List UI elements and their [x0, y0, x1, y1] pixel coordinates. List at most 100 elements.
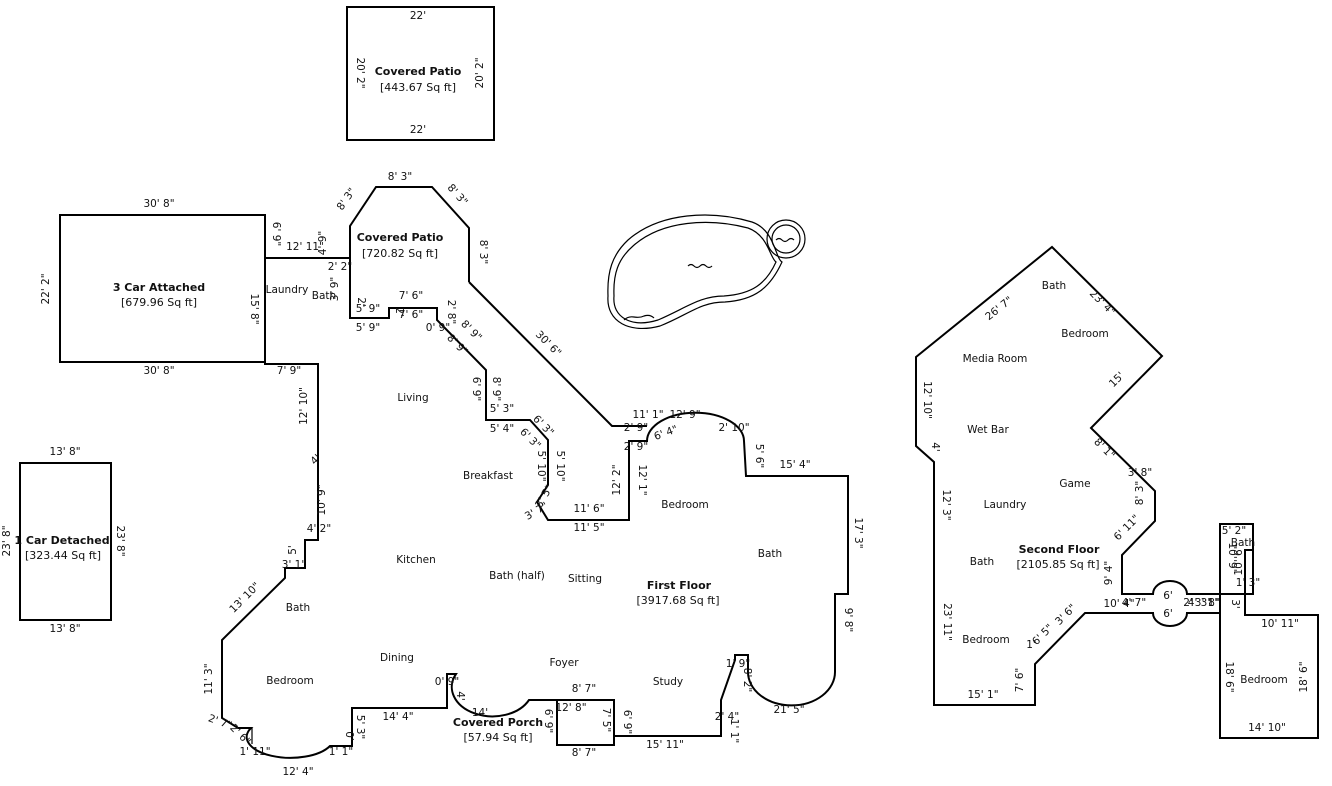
- dimension-label: 4' 2": [307, 523, 331, 535]
- dimension-label: 8' 7": [572, 747, 596, 759]
- dimension-label: 1' 1": [329, 746, 353, 758]
- room-label: Game: [1059, 478, 1090, 490]
- dimension-label: 6' 9": [542, 709, 554, 733]
- dimension-label: 8' 3": [388, 171, 412, 183]
- dimension-label: 15' 11": [646, 739, 684, 751]
- dimension-label: 7' 6": [1014, 668, 1026, 692]
- second-floor-title: Second Floor: [1019, 543, 1100, 556]
- dimension-label: 5' 10": [554, 450, 566, 481]
- one-car-garage-area: [323.44 Sq ft]: [25, 549, 101, 562]
- room-label: Bath: [1042, 280, 1066, 292]
- dimension-label: 4' 7": [1122, 597, 1146, 609]
- dimension-label: 8' 1": [1091, 436, 1117, 462]
- dimension-label: 18' 6": [1298, 661, 1310, 692]
- room-label: Bedroom: [1240, 674, 1288, 686]
- dimension-label: 1' 9": [726, 658, 750, 670]
- dimension-label: 22': [410, 124, 426, 136]
- dimension-label: 6' 9": [270, 222, 282, 246]
- second-floor-block: Second Floor [2105.85 Sq ft] Bath Bedroo…: [915, 245, 1319, 739]
- dimension-label: 5' 6": [753, 444, 765, 468]
- dimension-label: 6' 9": [621, 710, 633, 734]
- dimension-label: 3': [1229, 599, 1241, 609]
- covered-patio-title: Covered Patio: [357, 231, 444, 244]
- dimension-label: 6': [1163, 608, 1173, 620]
- dimension-label: 10' 9": [316, 484, 328, 515]
- dimension-label: 4' 3": [1188, 597, 1212, 609]
- dimension-label: 5' 4": [490, 423, 514, 435]
- dimension-label: 15' 1": [967, 689, 998, 701]
- dimension-label: 2' 2": [328, 261, 352, 273]
- dimension-label: 2' 9": [624, 441, 648, 453]
- dimension-label: 8' 3": [335, 186, 359, 213]
- room-label: Study: [653, 676, 683, 688]
- dimension-label: 8' 3": [477, 240, 489, 264]
- second-floor-outline: [915, 245, 1319, 739]
- room-label: Bath: [286, 602, 310, 614]
- room-label: Bath: [970, 556, 994, 568]
- dimension-label: 5' 3": [490, 403, 514, 415]
- dimension-label: 15' 4": [779, 459, 810, 471]
- dimension-label: 4': [308, 452, 323, 467]
- covered-patio-top-outline: [346, 6, 495, 141]
- dimension-label: 14' 10": [1248, 722, 1286, 734]
- dimension-label: 10' 11": [1261, 618, 1299, 630]
- dimension-label: 8' 9": [444, 332, 470, 358]
- room-label: Kitchen: [396, 554, 435, 566]
- room-label: Wet Bar: [967, 424, 1009, 436]
- dimension-label: 5': [287, 545, 299, 555]
- dimension-label: 11' 5": [573, 522, 604, 534]
- dimension-label: 10' 6": [1233, 544, 1245, 575]
- covered-patio-top-title: Covered Patio: [375, 65, 462, 78]
- dimension-label: 7' 5": [600, 708, 612, 732]
- dimension-label: 30' 8": [143, 198, 174, 210]
- room-label: Bedroom: [266, 675, 314, 687]
- dimension-label: 9' 4": [1103, 561, 1115, 585]
- dimension-label: 3' 1": [282, 559, 306, 571]
- dimension-label: 12' 3": [940, 489, 952, 520]
- one-car-garage-title: 1 Car Detached: [14, 534, 109, 547]
- covered-patio-top-area: [443.67 Sq ft]: [380, 81, 456, 94]
- room-label: Media Room: [963, 353, 1028, 365]
- dimension-label: 18' 6": [1223, 661, 1235, 692]
- dimension-label: 6' 4": [652, 423, 679, 443]
- three-car-garage-title: 3 Car Attached: [113, 281, 205, 294]
- room-label: Bath: [312, 290, 336, 302]
- dimension-label: 8' 9": [490, 377, 502, 401]
- dimension-label: 4' 9": [317, 231, 329, 255]
- dimension-label: 10' 4": [1103, 598, 1134, 610]
- dimension-label: 3' 8": [1128, 467, 1152, 479]
- dimension-label: 7' 6": [399, 290, 423, 302]
- one-car-garage-block: 1 Car Detached [323.44 Sq ft] 13' 8" 13'…: [1, 446, 126, 635]
- dimension-label: 12' 4": [282, 766, 313, 778]
- dimension-label: 14' 4": [382, 711, 413, 723]
- dimension-label: 20' 2": [354, 57, 366, 88]
- covered-porch-area: [57.94 Sq ft]: [463, 731, 532, 744]
- dimension-label: 1' 3": [1236, 577, 1260, 589]
- dimension-label: 2' 8": [445, 300, 457, 324]
- dimension-label: 2': [393, 307, 405, 317]
- dimension-label: 15' 8": [248, 293, 260, 324]
- dimension-label: 15': [1107, 370, 1127, 390]
- dimension-label: 23' 4": [1087, 288, 1117, 318]
- room-label: Bedroom: [661, 499, 709, 511]
- dimension-label: 23' 8": [1, 525, 13, 556]
- dimension-label: 8' 3": [1134, 481, 1146, 505]
- dimension-label: 3' 1": [1195, 597, 1219, 609]
- covered-patio-outline: [349, 186, 470, 282]
- dimension-label: 3' 7": [523, 500, 550, 523]
- dimension-label: 8' 9": [458, 318, 484, 344]
- dimension-label: 5' 2": [1222, 525, 1246, 537]
- dimension-label: 11' 6": [573, 503, 604, 515]
- dimension-label: 2' 10": [718, 422, 749, 434]
- dimension-label: 0': [343, 731, 355, 741]
- dimension-label: 2': [355, 297, 367, 307]
- dimension-label: 1': [1026, 639, 1036, 651]
- dimension-label: 7' 6": [399, 309, 423, 321]
- dimension-label: 4': [929, 442, 941, 452]
- dimension-label: 9' 8": [842, 608, 854, 632]
- dimension-label: 13' 10": [227, 580, 262, 615]
- dimension-label: 12' 11": [286, 241, 324, 253]
- room-label: Laundry: [266, 284, 309, 296]
- dimension-label: 0' 9": [435, 676, 459, 688]
